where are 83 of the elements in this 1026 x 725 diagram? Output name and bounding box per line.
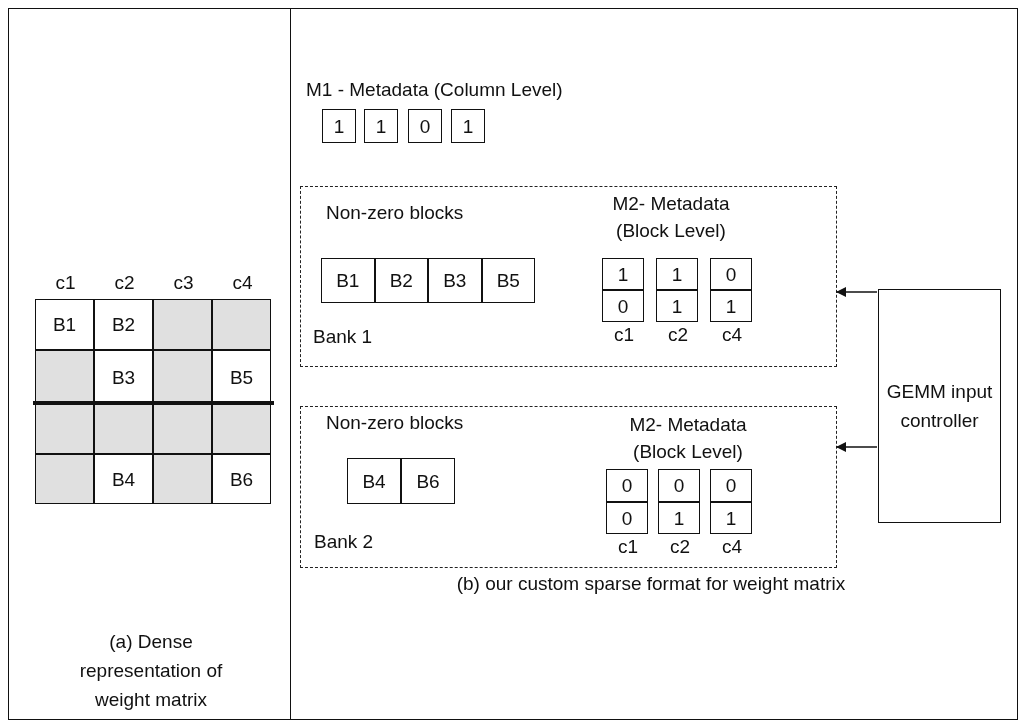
figure-panel	[8, 8, 291, 720]
block-label: B2	[389, 269, 413, 293]
matrix-block-cell	[153, 454, 212, 504]
block-label: B6	[416, 469, 440, 494]
controller-box	[878, 289, 1001, 523]
metadata-bit-cell	[710, 469, 752, 502]
arrow	[835, 287, 878, 297]
column-label: c2	[113, 271, 136, 295]
column-label: c4	[720, 535, 744, 559]
block-label: B6	[229, 467, 254, 492]
block-label: B5	[496, 269, 520, 293]
metadata-bit-cell	[602, 258, 644, 290]
bit-value: 1	[462, 114, 474, 139]
bit-value: 1	[617, 262, 629, 287]
controller-label: GEMM input controller	[885, 380, 994, 433]
metadata-bit-cell	[451, 109, 485, 143]
column-label: c4	[231, 271, 254, 295]
matrix-block-cell	[94, 454, 153, 504]
block-label: B4	[362, 469, 386, 494]
metadata-bit-cell	[321, 258, 375, 303]
metadata-bit-cell	[408, 109, 442, 143]
metadata-bit-cell	[401, 458, 455, 504]
panel-caption: (a) Dense representation of weight matrix	[78, 630, 224, 712]
column-label: c4	[720, 323, 744, 347]
section-heading: M2- Metadata (Block Level)	[611, 192, 731, 243]
memory-bank-region	[300, 406, 837, 568]
metadata-bit-cell	[374, 258, 428, 303]
bit-value: 0	[617, 294, 629, 319]
matrix-block-cell	[212, 350, 271, 404]
metadata-bit-cell	[428, 258, 482, 303]
metadata-bit-cell	[347, 458, 401, 504]
section-heading: M1 - Metadata (Column Level)	[306, 78, 564, 102]
metadata-bit-cell	[322, 109, 356, 143]
section-heading: M2- Metadata (Block Level)	[628, 413, 748, 464]
bit-value: 1	[375, 114, 387, 139]
matrix-block-cell	[94, 350, 153, 404]
arrow	[835, 442, 878, 452]
panel-caption: (b) our custom sparse format for weight matrix	[455, 572, 847, 596]
bit-value: 1	[671, 294, 683, 319]
bank-label: Bank 2	[314, 530, 375, 554]
bit-value: 0	[725, 262, 737, 287]
column-label: c3	[172, 271, 195, 295]
block-label: B5	[229, 365, 254, 390]
block-label: B4	[111, 467, 136, 492]
bit-value: 0	[621, 506, 633, 531]
block-label: B1	[336, 269, 360, 293]
metadata-bit-cell	[656, 258, 698, 290]
bit-value: 1	[673, 506, 685, 531]
matrix-block-cell	[35, 454, 94, 504]
memory-bank-region	[300, 186, 837, 367]
block-label: B3	[443, 269, 467, 293]
section-heading: Non-zero blocks	[326, 411, 465, 435]
block-label: B2	[111, 313, 136, 337]
figure-panel	[290, 8, 1018, 720]
bit-value: 1	[725, 294, 737, 319]
metadata-bit-cell	[658, 469, 700, 502]
metadata-bit-cell	[364, 109, 398, 143]
matrix-block-cell	[212, 404, 271, 454]
column-label: c1	[54, 271, 77, 295]
bit-value: 0	[621, 474, 633, 498]
bank-label: Bank 1	[313, 325, 374, 349]
column-label: c1	[616, 535, 640, 559]
metadata-bit-cell	[606, 469, 648, 502]
column-label: c1	[612, 323, 636, 347]
bit-value: 0	[673, 474, 685, 498]
block-label: B1	[52, 313, 77, 337]
matrix-block-cell	[35, 404, 94, 454]
metadata-bit-cell	[710, 258, 752, 290]
section-heading: Non-zero blocks	[326, 201, 465, 225]
matrix-block-cell	[35, 350, 94, 404]
bit-value: 1	[333, 114, 345, 139]
matrix-block-cell	[153, 350, 212, 404]
bit-value: 0	[725, 474, 737, 498]
metadata-bit-cell	[481, 258, 535, 303]
column-label: c2	[668, 535, 692, 559]
matrix-block-cell	[153, 404, 212, 454]
matrix-block-cell	[94, 404, 153, 454]
block-label: B3	[111, 365, 136, 390]
column-label: c2	[666, 323, 690, 347]
bit-value: 0	[419, 114, 431, 139]
bit-value: 1	[671, 262, 683, 287]
bit-value: 1	[725, 506, 737, 531]
matrix-block-cell	[212, 454, 271, 504]
